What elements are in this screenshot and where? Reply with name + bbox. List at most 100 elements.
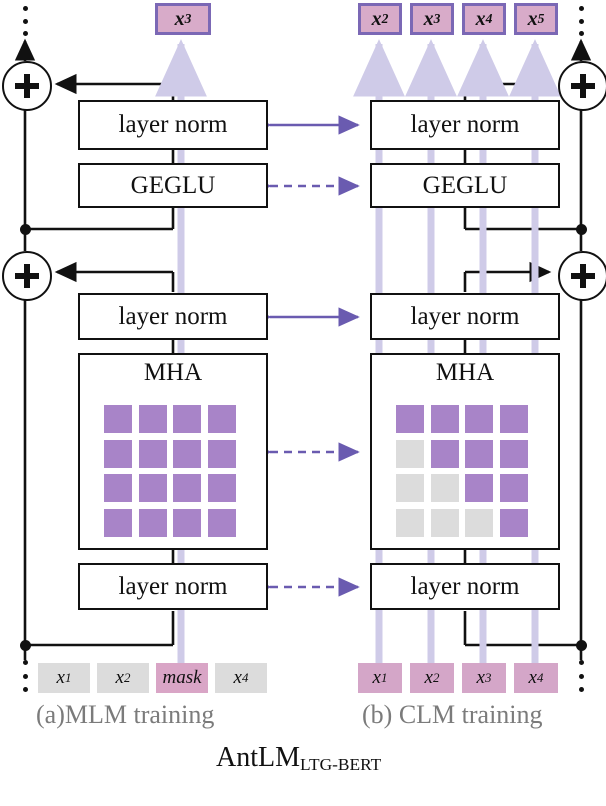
input-token-left-0-sub: 1: [64, 670, 72, 685]
output-token-right-2-sub: 4: [485, 11, 493, 26]
output-token-right-2-label: x: [475, 7, 486, 30]
panel-caption-b: (b) CLM training: [362, 700, 543, 729]
attention-cell-left-r3-c2: [138, 474, 167, 502]
input-token-left-3-sub: 4: [241, 670, 249, 685]
ellipsis-bottom-left: [22, 660, 29, 692]
residual-add-left-top[interactable]: [2, 61, 52, 111]
input-token-right-3-sub: 4: [536, 670, 544, 685]
input-token-left-2[interactable]: mask: [156, 663, 208, 693]
input-token-left-2-label: mask: [162, 667, 202, 688]
input-token-left-1-sub: 2: [123, 670, 131, 685]
attention-cell-left-r2-c4: [207, 439, 236, 468]
attention-cell-right-r1-c2: [430, 405, 459, 433]
attention-cell-left-r3-c3: [173, 474, 201, 502]
output-token-right-3-sub: 5: [537, 11, 545, 26]
attention-cell-right-r4-c1: [396, 508, 424, 537]
attention-mask-grid-right: [396, 405, 534, 537]
ellipsis-top-right: [578, 6, 585, 36]
output-token-left-0-label: x: [174, 7, 185, 30]
attention-cell-left-r1-c4: [207, 405, 236, 433]
layer-norm-right-top[interactable]: layer norm: [370, 100, 560, 150]
attention-cell-right-r3-c4: [499, 474, 528, 502]
attention-cell-right-r4-c3: [465, 508, 493, 537]
input-token-right-2-label: x: [476, 667, 485, 688]
attention-cell-left-r2-c3: [173, 439, 201, 468]
layer-norm-left-top[interactable]: layer norm: [78, 100, 268, 150]
input-token-right-0-label: x: [372, 667, 381, 688]
output-token-right-3-label: x: [527, 7, 538, 30]
input-token-right-1-sub: 2: [432, 670, 440, 685]
attention-cell-right-r2-c4: [499, 439, 528, 468]
residual-add-right-top[interactable]: [558, 61, 606, 111]
attention-cell-right-r1-c3: [465, 405, 493, 433]
residual-add-right-bottom[interactable]: [558, 251, 606, 301]
layer-norm-left-mid[interactable]: layer norm: [78, 293, 268, 340]
input-token-left-3-label: x: [233, 667, 242, 688]
branch-dot-right-lower: [576, 640, 587, 651]
residual-add-left-bottom[interactable]: [2, 251, 52, 301]
geglu-right[interactable]: GEGLU: [370, 163, 560, 208]
attention-cell-right-r2-c2: [430, 439, 459, 468]
attention-cell-left-r4-c4: [207, 508, 236, 537]
attention-cell-right-r4-c4: [499, 508, 528, 537]
attention-cell-right-r3-c2: [430, 474, 459, 502]
attention-mask-grid-left: [104, 405, 242, 537]
attention-cell-right-r1-c4: [499, 405, 528, 433]
attention-cell-right-r1-c1: [396, 405, 424, 433]
output-token-right-1-label: x: [423, 7, 434, 30]
layer-norm-left-bottom[interactable]: layer norm: [78, 563, 268, 610]
attention-cell-left-r3-c4: [207, 474, 236, 502]
output-token-left-0-sub: 3: [184, 11, 192, 26]
mha-right-label: MHA: [435, 359, 495, 386]
attention-cell-right-r4-c2: [430, 508, 459, 537]
panel-caption-a: (a)MLM training: [36, 700, 215, 729]
branch-dot-right-upper: [576, 224, 587, 235]
mha-left-label: MHA: [143, 359, 203, 386]
attention-cell-right-r3-c3: [465, 474, 493, 502]
attention-cell-right-r2-c1: [396, 439, 424, 468]
attention-cell-left-r2-c1: [104, 439, 132, 468]
attention-cell-left-r1-c1: [104, 405, 132, 433]
geglu-left[interactable]: GEGLU: [78, 163, 268, 208]
attention-cell-left-r4-c2: [138, 508, 167, 537]
layer-norm-right-bottom[interactable]: layer norm: [370, 563, 560, 610]
branch-dot-left-lower: [20, 640, 31, 651]
attention-cell-left-r1-c3: [173, 405, 201, 433]
input-token-left-1-label: x: [115, 667, 124, 688]
attention-cell-left-r3-c1: [104, 474, 132, 502]
output-token-right-0-sub: 2: [381, 11, 389, 26]
ellipsis-bottom-right: [578, 660, 585, 692]
input-token-right-0-sub: 1: [380, 670, 388, 685]
input-token-right-3-label: x: [528, 667, 537, 688]
model-name-main: AntLM: [216, 742, 300, 773]
ellipsis-top-left: [22, 6, 29, 36]
model-name-subscript: LTG-BERT: [300, 755, 382, 774]
input-token-right-1-label: x: [424, 667, 433, 688]
input-token-right-2-sub: 3: [484, 670, 492, 685]
attention-cell-right-r2-c3: [465, 439, 493, 468]
attention-cell-left-r2-c2: [138, 439, 167, 468]
attention-cell-left-r1-c2: [138, 405, 167, 433]
input-token-left-0-label: x: [56, 667, 65, 688]
attention-cell-left-r4-c3: [173, 508, 201, 537]
output-token-right-0-label: x: [371, 7, 382, 30]
attention-cell-left-r4-c1: [104, 508, 132, 537]
model-name: AntLMLTG-BERT: [216, 742, 381, 774]
layer-norm-right-mid[interactable]: layer norm: [370, 293, 560, 340]
